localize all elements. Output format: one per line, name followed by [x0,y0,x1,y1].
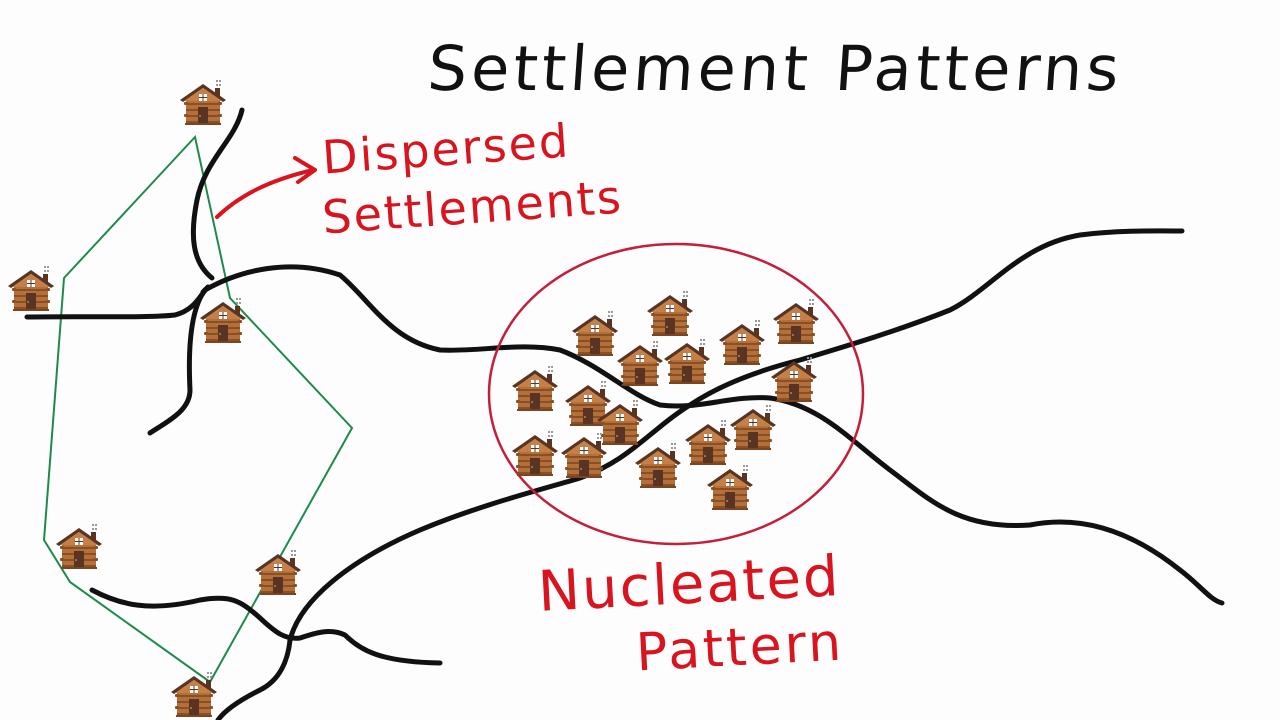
log-cabin-icon [616,340,664,387]
log-cabin-icon [634,442,682,489]
nucleated-circle [487,242,865,546]
log-cabin-icon [663,338,711,385]
log-cabin-icon [199,297,247,344]
page-title: Settlement Patterns [425,32,1126,105]
log-cabin-icon [729,404,777,451]
dispersed-boundary-polygon [42,134,354,684]
log-cabin-icon [7,265,55,312]
dispersed-cabins [7,79,302,718]
log-cabin-icon [560,432,608,479]
log-cabin-icon [511,430,559,477]
log-cabin-icon [254,549,302,596]
nucleated-label-line2: Pattern [634,612,846,684]
log-cabin-icon [55,523,103,570]
arrow-right-icon [215,156,317,219]
log-cabin-icon [170,671,218,718]
log-cabin-icon [511,365,559,412]
log-cabin-icon [571,310,619,357]
log-cabin-icon [718,319,766,366]
log-cabin-icon [684,419,732,466]
log-cabin-icon [646,290,694,337]
log-cabin-icon [179,79,227,126]
log-cabin-icon [772,298,820,345]
log-cabin-icon [706,464,754,511]
roads [24,107,1225,720]
